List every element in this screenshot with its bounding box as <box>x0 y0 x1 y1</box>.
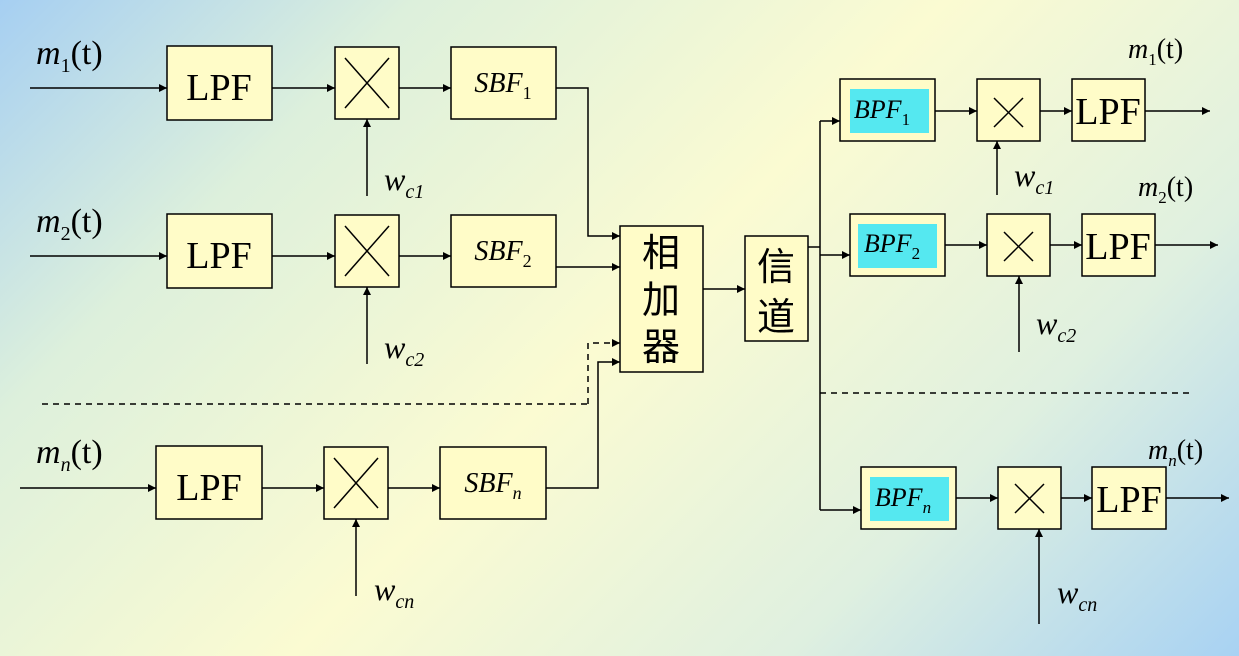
tx2-input-label: m2(t) <box>36 203 103 245</box>
tx2-multiplier <box>334 214 400 288</box>
tx-chain-2: m2(t) LPF wc2 SBF2 <box>30 203 620 371</box>
adder-char-2: 加 <box>642 278 680 322</box>
channel-char-1: 信 <box>757 245 795 289</box>
tx1-input-label: m1(t) <box>36 35 103 77</box>
rx1-output-label: m1(t) <box>1128 34 1183 69</box>
rxn-lpf-label: LPF <box>1096 479 1161 521</box>
txn-sbf-adder-wire <box>546 358 620 489</box>
tx-chain-1: m1(t) LPF wc1 SBF1 <box>30 35 620 240</box>
rx2-bpf-label: BPF2 <box>864 229 920 263</box>
txn-sbf-block <box>439 446 547 520</box>
adder-block: 相 加 器 <box>619 225 704 373</box>
rx1-bpf-label: BPF1 <box>854 95 910 129</box>
channel-block: 信 道 <box>744 235 809 342</box>
rxn-multiplier <box>997 466 1062 530</box>
tx-chain-n: mn(t) LPF wcn SBFn <box>20 358 620 613</box>
tx-ellipsis-adder-wire <box>587 339 620 404</box>
tx2-carrier-label: wc2 <box>384 329 424 371</box>
rxn-carrier-label: wcn <box>1057 574 1097 616</box>
txn-carrier-label: wcn <box>374 571 414 613</box>
rxn-bpf-label: BPFn <box>875 483 931 517</box>
rx-chain-2: BPF2 wc2 LPF m2(t) <box>849 172 1218 352</box>
rx1-multiplier <box>976 78 1041 142</box>
tx1-multiplier <box>334 46 400 120</box>
adder-char-3: 器 <box>642 325 680 369</box>
txn-input-label: mn(t) <box>36 434 103 476</box>
rx1-bpf-highlight <box>850 89 929 133</box>
tx1-sbf-block <box>450 46 557 120</box>
rx2-lpf-block <box>1081 213 1156 277</box>
rx1-carrier-label: wc1 <box>1014 157 1054 199</box>
rx2-carrier-label: wc2 <box>1036 305 1076 347</box>
tx2-lpf-block <box>166 213 273 289</box>
rx1-lpf-block <box>1071 78 1146 142</box>
rx2-multiplier <box>986 213 1051 277</box>
txn-lpf-label: LPF <box>176 467 241 509</box>
tx2-lpf-label: LPF <box>186 235 251 277</box>
channel-char-2: 道 <box>757 295 795 339</box>
tx1-sbf-adder-wire <box>556 87 620 240</box>
tx1-lpf-block <box>166 45 273 121</box>
rxn-bpf-highlight <box>870 477 949 521</box>
rx-chain-n: BPFn wcn LPF mn(t) <box>860 435 1229 624</box>
adder-char-1: 相 <box>642 231 680 275</box>
rx2-bpf-highlight <box>858 224 937 268</box>
rxn-lpf-block <box>1091 466 1167 530</box>
tx1-lpf-label: LPF <box>186 67 251 109</box>
rx2-lpf-label: LPF <box>1085 226 1150 268</box>
txn-lpf-block <box>155 445 263 520</box>
tx2-sbf-label: SBF2 <box>474 236 531 271</box>
rx1-lpf-label: LPF <box>1075 91 1140 133</box>
rx2-output-label: m2(t) <box>1138 172 1193 207</box>
txn-sbf-label: SBFn <box>464 468 521 503</box>
txn-multiplier <box>323 446 389 520</box>
rx-chain-1: BPF1 wc1 LPF m1(t) <box>839 34 1210 199</box>
tx1-sbf-label: SBF1 <box>474 68 531 103</box>
tx2-sbf-block <box>450 214 557 288</box>
tx1-carrier-label: wc1 <box>384 161 424 203</box>
rxn-output-label: mn(t) <box>1148 435 1203 470</box>
